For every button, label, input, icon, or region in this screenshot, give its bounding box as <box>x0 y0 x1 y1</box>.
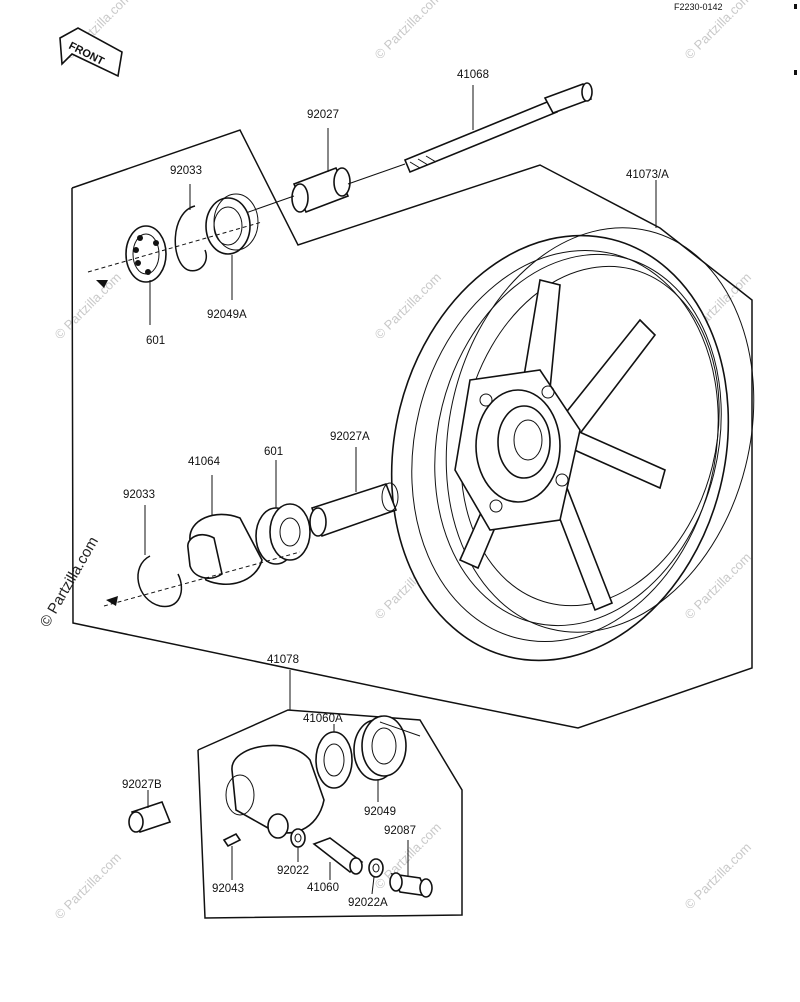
label-92027B: 92027B <box>122 779 162 791</box>
wheel-41073A <box>390 180 755 662</box>
axle-41068 <box>403 82 593 174</box>
watermark: © Partzilla.com <box>52 850 125 923</box>
gear-assembly-boundary <box>197 709 463 919</box>
watermark: © Partzilla.com <box>682 550 755 623</box>
seal-92049 <box>353 715 421 802</box>
coupling-41064 <box>187 475 263 585</box>
collar-92027B <box>128 790 172 833</box>
arrow-head <box>96 280 108 288</box>
part-labels: 41068 92027 41073/A 92033 601 92049A 410… <box>122 69 669 909</box>
axis-line <box>87 221 263 273</box>
arrow-head <box>106 596 118 606</box>
label-92043: 92043 <box>212 883 244 895</box>
axis-line <box>103 551 301 607</box>
watermark: © Partzilla.com <box>372 0 445 62</box>
label-92049: 92049 <box>364 806 396 818</box>
label-92027: 92027 <box>307 109 339 121</box>
label-92027A: 92027A <box>330 431 370 443</box>
label-41064: 41064 <box>188 456 221 468</box>
watermark: © Partzilla.com <box>52 270 125 343</box>
label-601-upper: 601 <box>146 335 165 347</box>
label-41078: 41078 <box>267 654 299 666</box>
edge-mark <box>794 70 797 75</box>
edge-mark <box>794 4 797 9</box>
figure-code: F2230-0142 <box>674 2 723 12</box>
label-92022A: 92022A <box>348 897 388 909</box>
front-arrow: FRONT <box>59 27 123 78</box>
circlip-92033-upper <box>174 184 207 272</box>
collar-92027 <box>239 128 406 216</box>
gear-41060A <box>315 724 353 789</box>
washer-92022A <box>368 858 384 895</box>
watermark-dark: © Partzilla.com <box>37 534 102 630</box>
label-92033-lower: 92033 <box>123 489 155 501</box>
seal-92049A <box>205 193 259 300</box>
label-92022: 92022 <box>277 865 309 877</box>
collar-92027A <box>309 447 399 538</box>
label-92087: 92087 <box>384 825 416 837</box>
label-92049A: 92049A <box>207 309 247 321</box>
gear-housing-41078 <box>225 744 325 839</box>
bearing-601-upper <box>125 225 167 325</box>
watermark: © Partzilla.com <box>682 840 755 913</box>
label-92033-upper: 92033 <box>170 165 202 177</box>
bushing-92087 <box>389 840 433 898</box>
label-41073A: 41073/A <box>626 169 669 181</box>
label-41068: 41068 <box>457 69 489 81</box>
washer-92022 <box>290 828 306 862</box>
label-41060: 41060 <box>307 882 339 894</box>
circlip-92033-lower <box>137 505 183 608</box>
pin-92043 <box>222 832 242 880</box>
label-41060A: 41060A <box>303 713 343 725</box>
label-601-lower: 601 <box>264 446 283 458</box>
assembly-boundary <box>71 129 753 729</box>
pinion-41060 <box>312 837 364 880</box>
bearing-601-lower <box>255 460 311 565</box>
